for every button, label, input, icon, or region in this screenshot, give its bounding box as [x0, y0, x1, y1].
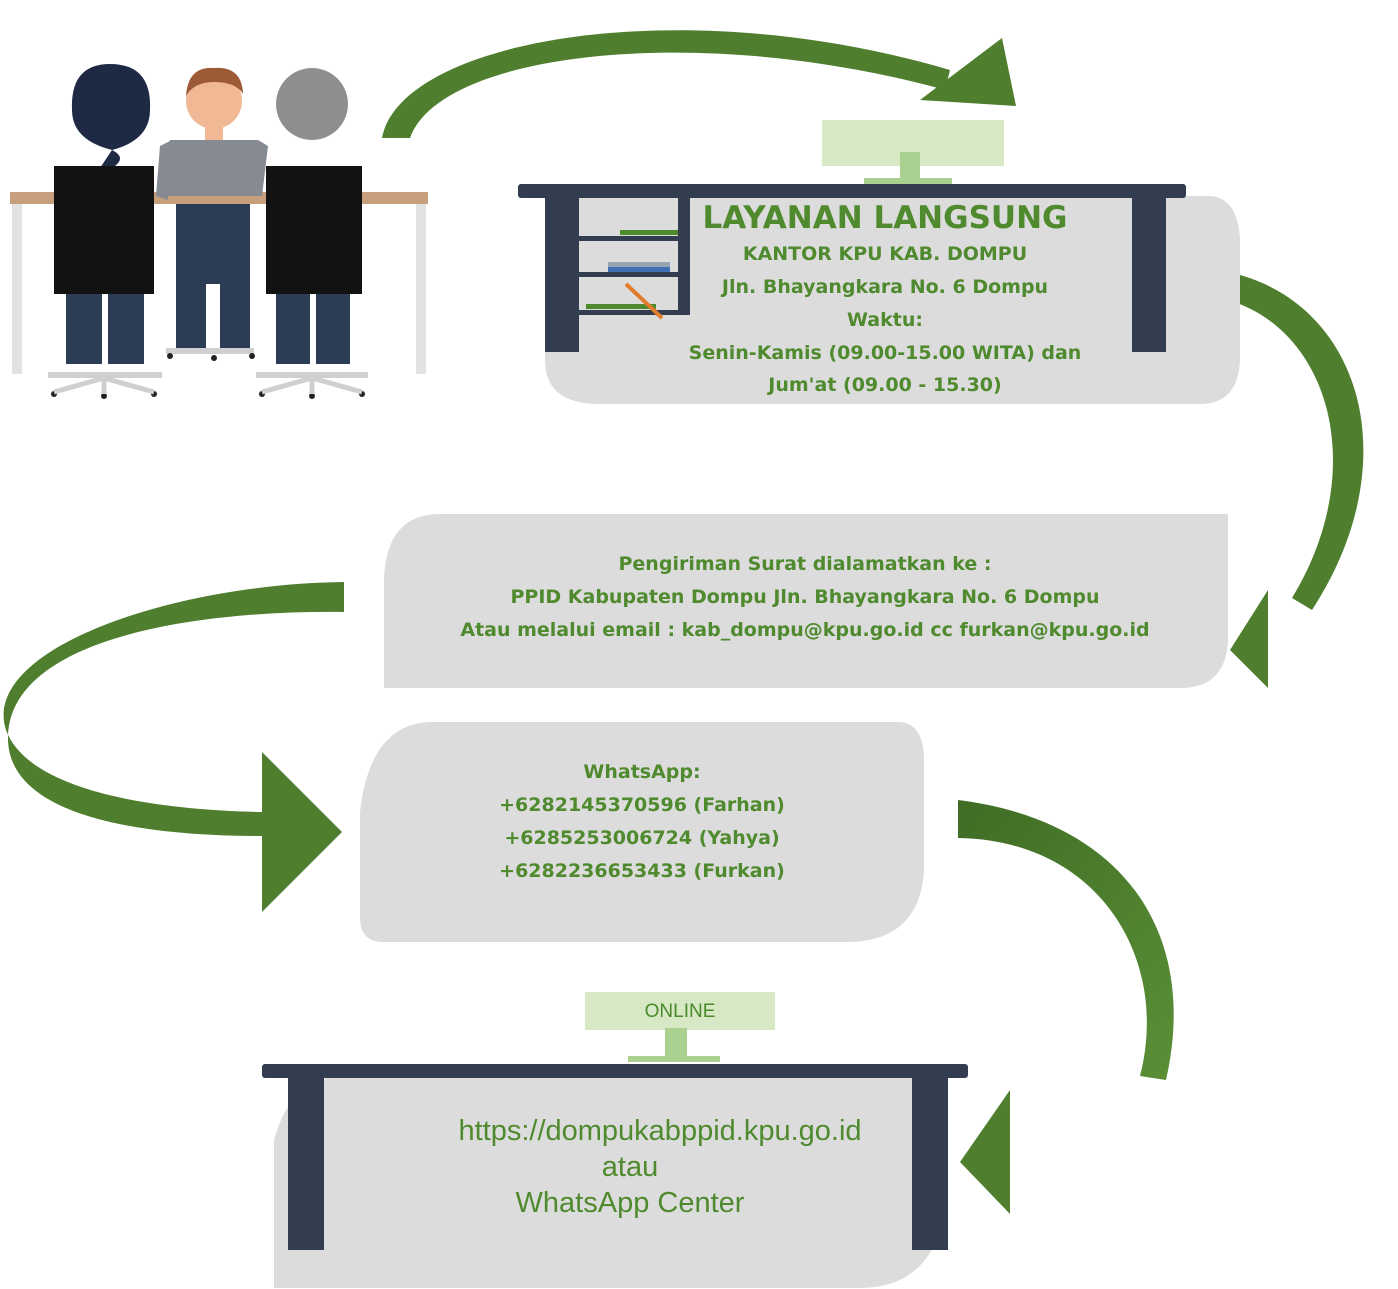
desk-bottom-icon	[262, 992, 968, 1288]
surat-email-line: Atau melalui email : kab_dompu@kpu.go.id…	[460, 619, 1150, 641]
whatsapp-panel	[360, 722, 924, 942]
desk-top-icon	[518, 120, 1240, 404]
hours-mon-thu: Senin-Kamis (09.00-15.00 WITA) dan	[688, 342, 1082, 364]
whatsapp-block: WhatsApp: +6282145370596 (Farhan) +62852…	[420, 756, 864, 888]
online-connector: atau	[601, 1151, 659, 1183]
surat-line-1: Pengiriman Surat dialamatkan ke :	[618, 553, 992, 575]
whatsapp-label: WhatsApp:	[583, 761, 701, 783]
surat-panel	[384, 514, 1228, 688]
surat-block: Pengiriman Surat dialamatkan ke : PPID K…	[390, 548, 1220, 647]
whatsapp-contact: +6282236653433 (Furkan)	[499, 860, 785, 882]
ppid-url-link[interactable]: https://dompukabppid.kpu.go.id	[458, 1115, 862, 1147]
online-block: https://dompukabppid.kpu.go.id atau What…	[380, 1113, 900, 1221]
whatsapp-contact: +6285253006724 (Yahya)	[504, 827, 780, 849]
monitor-bottom-icon	[585, 992, 775, 1062]
whatsapp-center-label: WhatsApp Center	[515, 1187, 745, 1219]
curved-arrow-icon	[3, 30, 1364, 1214]
layanan-title: LAYANAN LANGSUNG	[702, 200, 1068, 236]
layanan-langsung-block: LAYANAN LANGSUNG KANTOR KPU KAB. DOMPU J…	[660, 198, 1110, 400]
monitor-top-icon	[822, 120, 1004, 184]
office-name: KANTOR KPU KAB. DOMPU	[742, 243, 1028, 265]
people-meeting-icon	[10, 64, 428, 399]
whatsapp-contact: +6282145370596 (Farhan)	[499, 794, 785, 816]
online-monitor-label: ONLINE	[644, 1001, 716, 1022]
office-address: Jln. Bhayangkara No. 6 Dompu	[721, 276, 1049, 298]
surat-line-2: PPID Kabupaten Dompu Jln. Bhayangkara No…	[510, 586, 1100, 608]
hours-fri: Jum'at (09.00 - 15.30)	[768, 374, 1002, 396]
hours-label: Waktu:	[847, 309, 923, 331]
